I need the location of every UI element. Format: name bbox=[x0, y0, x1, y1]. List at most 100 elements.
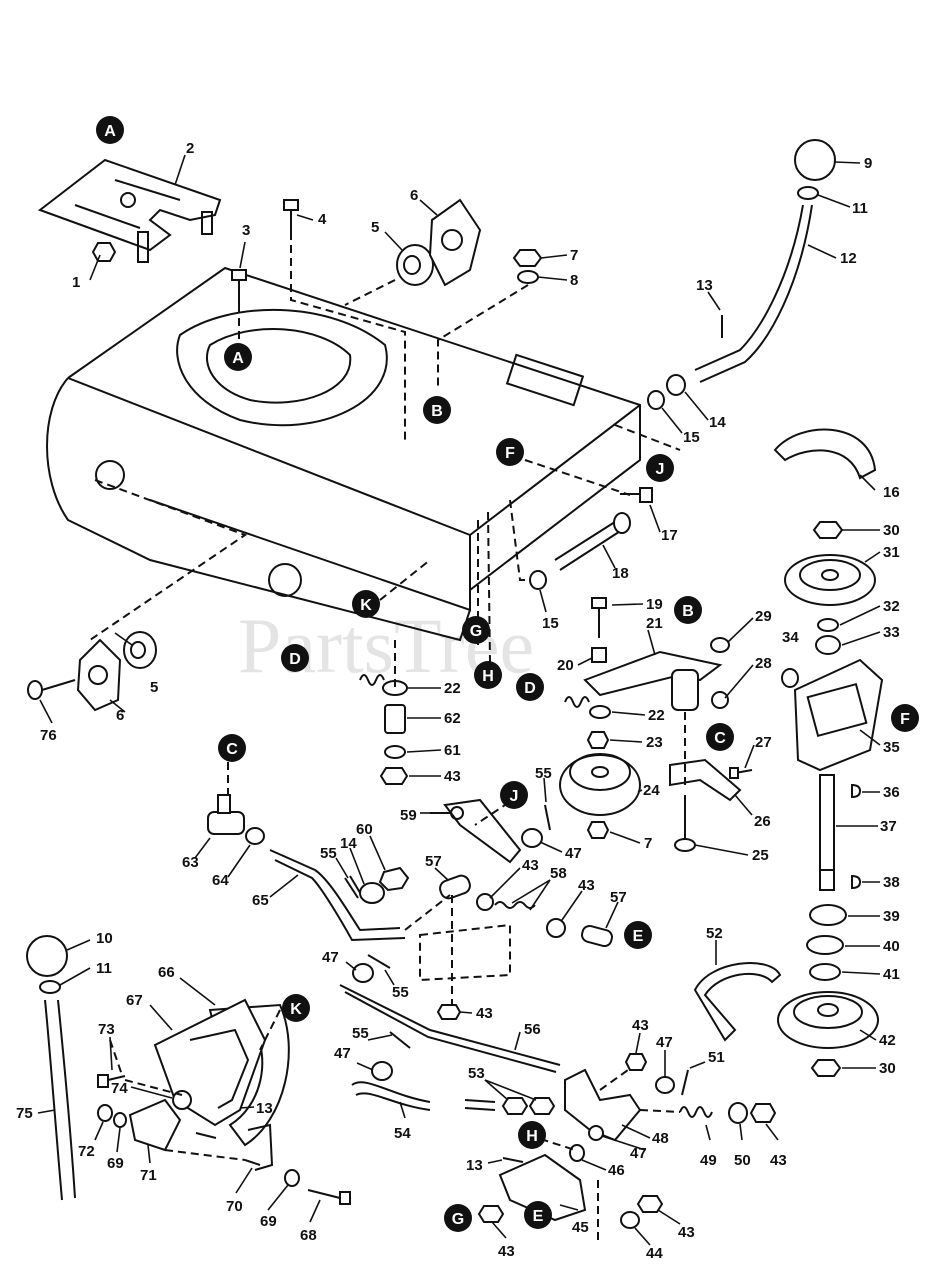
callout-9: 9 bbox=[864, 155, 872, 172]
spacer-20 bbox=[591, 647, 607, 663]
pin-13-lower bbox=[195, 1132, 217, 1139]
callout-70: 70 bbox=[226, 1198, 243, 1215]
nut-43-a bbox=[379, 767, 409, 785]
swivel-57-a bbox=[439, 874, 471, 900]
callout-5: 5 bbox=[371, 219, 379, 236]
letter-badge-b-frame: B bbox=[423, 396, 451, 424]
callout-50: 50 bbox=[734, 1152, 751, 1169]
bearing-39 bbox=[809, 904, 847, 926]
callout-52: 52 bbox=[706, 925, 723, 942]
washer-50 bbox=[728, 1102, 748, 1124]
nut-7-lower bbox=[586, 821, 610, 839]
callout-30-bottom: 30 bbox=[879, 1060, 896, 1077]
nut-53-a bbox=[501, 1097, 529, 1115]
key-36 bbox=[851, 783, 862, 799]
washer-47-d bbox=[588, 1125, 604, 1141]
callout-26: 26 bbox=[754, 813, 771, 830]
bearing-5 bbox=[396, 244, 434, 286]
nut-43-f bbox=[749, 1103, 777, 1123]
callout-33: 33 bbox=[883, 624, 900, 641]
callout-76: 76 bbox=[40, 727, 57, 744]
callout-38: 38 bbox=[883, 874, 900, 891]
nut-30-top bbox=[812, 521, 844, 539]
callout-67: 67 bbox=[126, 992, 143, 1009]
nut-60 bbox=[378, 866, 410, 892]
nut-29 bbox=[710, 637, 730, 653]
svg-text:G: G bbox=[452, 1211, 464, 1228]
callout-14: 14 bbox=[709, 414, 726, 431]
bracket-71 bbox=[128, 1098, 182, 1152]
threaded-rod-54 bbox=[464, 1099, 496, 1111]
callout-5-lower: 5 bbox=[150, 679, 158, 696]
svg-text:K: K bbox=[290, 1001, 302, 1018]
callout-69-a: 69 bbox=[107, 1155, 124, 1172]
bolt-25 bbox=[674, 795, 696, 852]
callout-15-lower: 15 bbox=[542, 615, 559, 632]
shaft-37 bbox=[819, 774, 835, 891]
washer-69-a bbox=[113, 1112, 127, 1128]
callout-43-d: 43 bbox=[476, 1005, 493, 1022]
housing-window bbox=[806, 682, 868, 738]
callout-24: 24 bbox=[643, 782, 660, 799]
svg-text:C: C bbox=[226, 741, 238, 758]
callout-7-lower: 7 bbox=[644, 835, 652, 852]
ferrule-63 bbox=[207, 794, 245, 835]
pulley-42 bbox=[777, 991, 879, 1049]
washer-28 bbox=[711, 691, 729, 709]
belt-guide-52 bbox=[693, 962, 782, 1042]
grommet-11 bbox=[797, 186, 819, 200]
ring-41 bbox=[809, 963, 841, 981]
letter-badge-f-housing: F bbox=[891, 704, 919, 732]
svg-text:D: D bbox=[524, 680, 536, 697]
callout-43-a: 43 bbox=[444, 768, 461, 785]
bolt-4 bbox=[283, 199, 299, 232]
reference-letters: A A B F J K G H B D D C F C J E K H G E bbox=[96, 116, 919, 1232]
nut-43-b bbox=[476, 893, 494, 911]
spring-70 bbox=[244, 1123, 274, 1171]
washer-47-a bbox=[521, 828, 543, 848]
callout-59: 59 bbox=[400, 807, 417, 824]
callout-12: 12 bbox=[840, 250, 857, 267]
spacer-62 bbox=[384, 704, 406, 734]
svg-text:A: A bbox=[232, 350, 244, 367]
letter-badge-h-bracket: H bbox=[518, 1121, 546, 1149]
callout-74: 74 bbox=[111, 1080, 128, 1097]
callout-18: 18 bbox=[612, 565, 629, 582]
callout-11: 11 bbox=[852, 200, 868, 217]
nut-43-g bbox=[477, 1205, 505, 1223]
svg-text:F: F bbox=[505, 445, 515, 462]
cotter-55-d bbox=[389, 1031, 411, 1049]
idler-pulley-24 bbox=[559, 753, 641, 816]
nut-43-e bbox=[624, 1053, 648, 1071]
washer-44 bbox=[620, 1211, 640, 1229]
callout-43-e: 43 bbox=[632, 1017, 649, 1034]
callout-27: 27 bbox=[755, 734, 772, 751]
callout-22-left: 22 bbox=[444, 680, 461, 697]
callout-47-b: 47 bbox=[322, 949, 339, 966]
callout-31: 31 bbox=[883, 544, 900, 561]
svg-text:B: B bbox=[431, 403, 443, 420]
callout-29: 29 bbox=[755, 608, 772, 625]
callout-28: 28 bbox=[755, 655, 772, 672]
letter-badge-k-quadrant: K bbox=[282, 994, 310, 1022]
letter-badge-f-frame: F bbox=[496, 438, 524, 466]
callout-35: 35 bbox=[883, 739, 900, 756]
callout-61: 61 bbox=[444, 742, 461, 759]
washer-64 bbox=[245, 827, 265, 845]
washer-32 bbox=[817, 618, 839, 632]
spring-22-left bbox=[359, 674, 385, 686]
rod-head-18 bbox=[613, 512, 631, 534]
svg-text:J: J bbox=[656, 461, 665, 478]
callout-46: 46 bbox=[608, 1162, 625, 1179]
screw-27 bbox=[729, 767, 753, 779]
dashed-connectors bbox=[89, 232, 686, 1245]
callout-47-e: 47 bbox=[630, 1145, 647, 1162]
callout-19: 19 bbox=[646, 596, 663, 613]
rod-54 bbox=[351, 1081, 431, 1111]
bracket-45 bbox=[498, 1153, 587, 1222]
callout-2: 2 bbox=[186, 140, 194, 157]
letter-badge-a-frame: A bbox=[224, 343, 252, 371]
svg-text:H: H bbox=[526, 1128, 538, 1145]
nut-34 bbox=[781, 668, 799, 688]
